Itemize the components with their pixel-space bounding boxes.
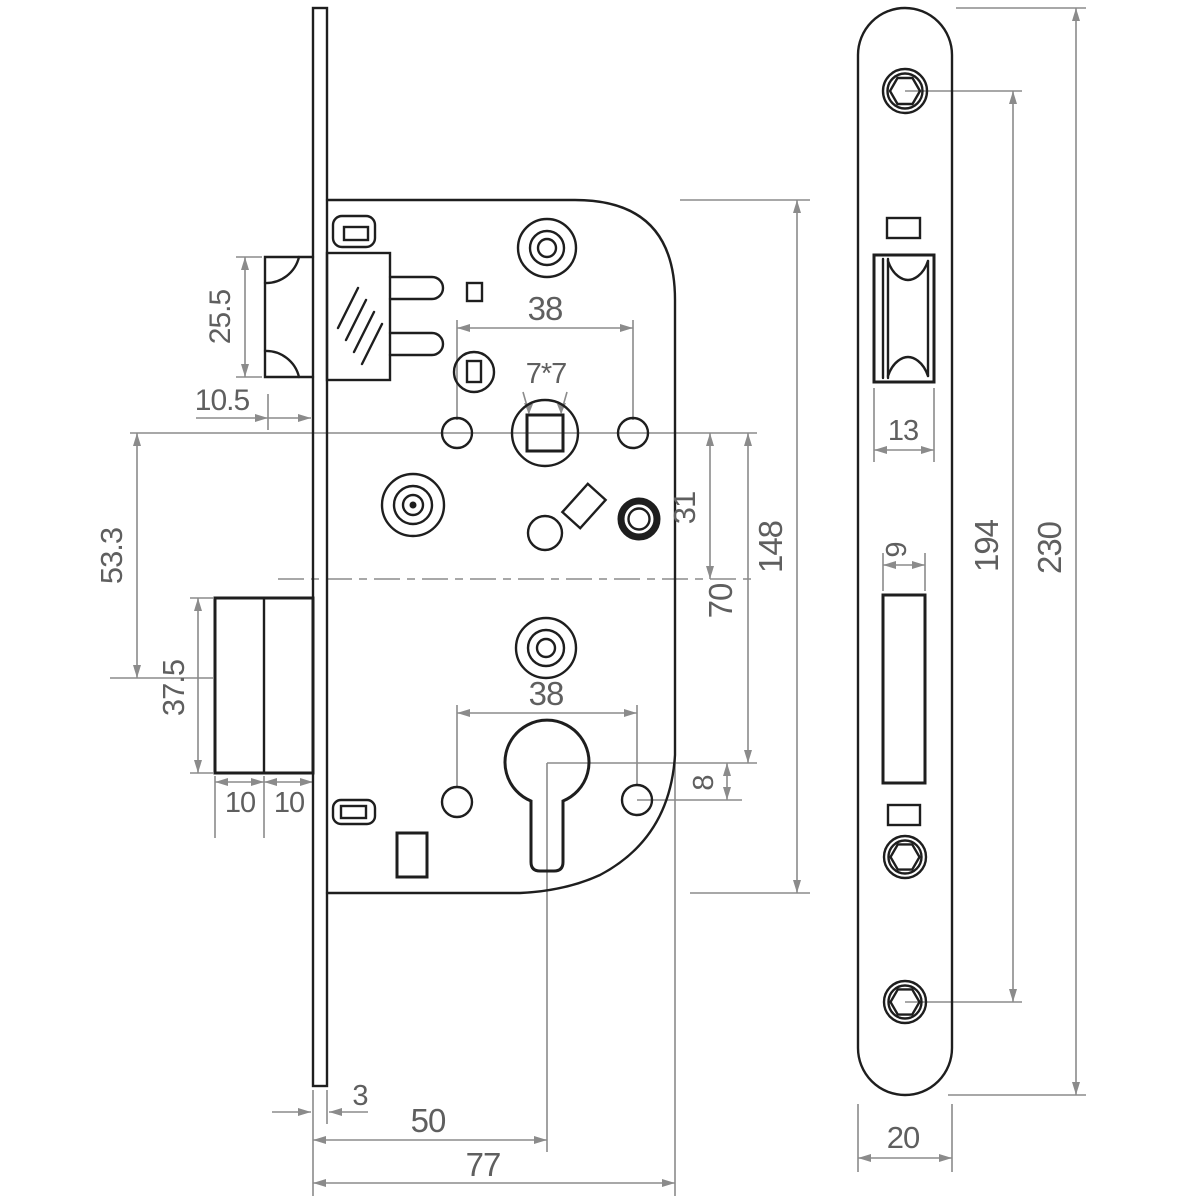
screw-hole-middle <box>882 834 928 880</box>
latch-cutout <box>872 253 936 384</box>
deadbolt <box>213 596 315 775</box>
lock-case-side-view <box>213 6 677 1088</box>
cylinder-screw-hole-left <box>440 785 474 819</box>
slot-bottom <box>886 803 922 827</box>
dim-deadbolt-height: 37.5 <box>156 660 191 716</box>
dim-deadbolt-cutout-width: 9 <box>881 542 913 557</box>
dim-hole-offset: 8 <box>688 775 720 790</box>
dimension-lines <box>110 7 1086 1196</box>
dim-latch-cutout-width: 13 <box>888 415 918 447</box>
screw-hole-bottom <box>882 979 928 1025</box>
rivet-top <box>516 217 578 279</box>
dim-screw-spacing: 194 <box>968 519 1005 572</box>
faceplate-outline <box>856 6 954 1097</box>
dim-spindle-square: 7*7 <box>526 358 567 390</box>
dim-faceplate-width: 20 <box>887 1120 920 1155</box>
handle-screw-hole-left <box>440 416 474 450</box>
mount-clip-top <box>331 214 377 249</box>
slot-top <box>885 216 922 240</box>
dim-deadbolt-left: 10 <box>225 787 255 819</box>
follower-stop <box>452 350 496 394</box>
dim-deadbolt-right: 10 <box>274 787 304 819</box>
dim-case-depth: 77 <box>466 1146 501 1183</box>
mount-clip-bottom <box>331 798 377 826</box>
faceplate-edge-strip <box>311 6 329 1088</box>
dim-faceplate-length: 230 <box>1031 521 1068 574</box>
handle-screw-hole-right <box>616 416 650 450</box>
faceplate-front-view <box>856 6 954 1097</box>
deadbolt-cutout <box>881 593 927 785</box>
rivet-middle <box>380 472 446 538</box>
lever-pivot-hole <box>526 514 564 552</box>
dim-latch-height: 25.5 <box>204 289 237 344</box>
latch-guide-pin-bottom <box>388 331 445 357</box>
dim-cylinder-hole-spacing: 38 <box>529 675 564 712</box>
dimension-labels: 25.5 10.5 53.3 37.5 10 10 38 7*7 31 70 1… <box>94 289 1068 1183</box>
latch-spring <box>336 286 384 366</box>
spindle-hub <box>510 398 580 468</box>
dim-axis-to-deadbolt: 53.3 <box>94 528 129 584</box>
dim-case-height: 148 <box>752 521 789 573</box>
dim-latch-projection: 10.5 <box>195 384 250 417</box>
lever-plate <box>560 482 608 530</box>
latch-bolt <box>263 251 392 382</box>
lock-case-outline <box>325 198 677 895</box>
dim-handle-to-cylinder: 70 <box>702 583 739 618</box>
dim-backset: 50 <box>411 1102 446 1139</box>
screw-hole-top <box>881 67 929 115</box>
bushing-ring <box>617 497 661 541</box>
dim-axis-to-centerline: 31 <box>667 492 702 524</box>
cylinder-screw-hole-right <box>620 783 654 817</box>
euro-cylinder-hole <box>503 718 591 873</box>
stop-plate <box>395 831 429 879</box>
spring-anchor-slot <box>465 281 484 303</box>
dim-faceplate-thickness: 3 <box>352 1080 367 1112</box>
latch-guide-pin-top <box>388 275 445 301</box>
rivet-lower <box>514 616 578 680</box>
dim-handle-hole-spacing: 38 <box>528 290 563 327</box>
